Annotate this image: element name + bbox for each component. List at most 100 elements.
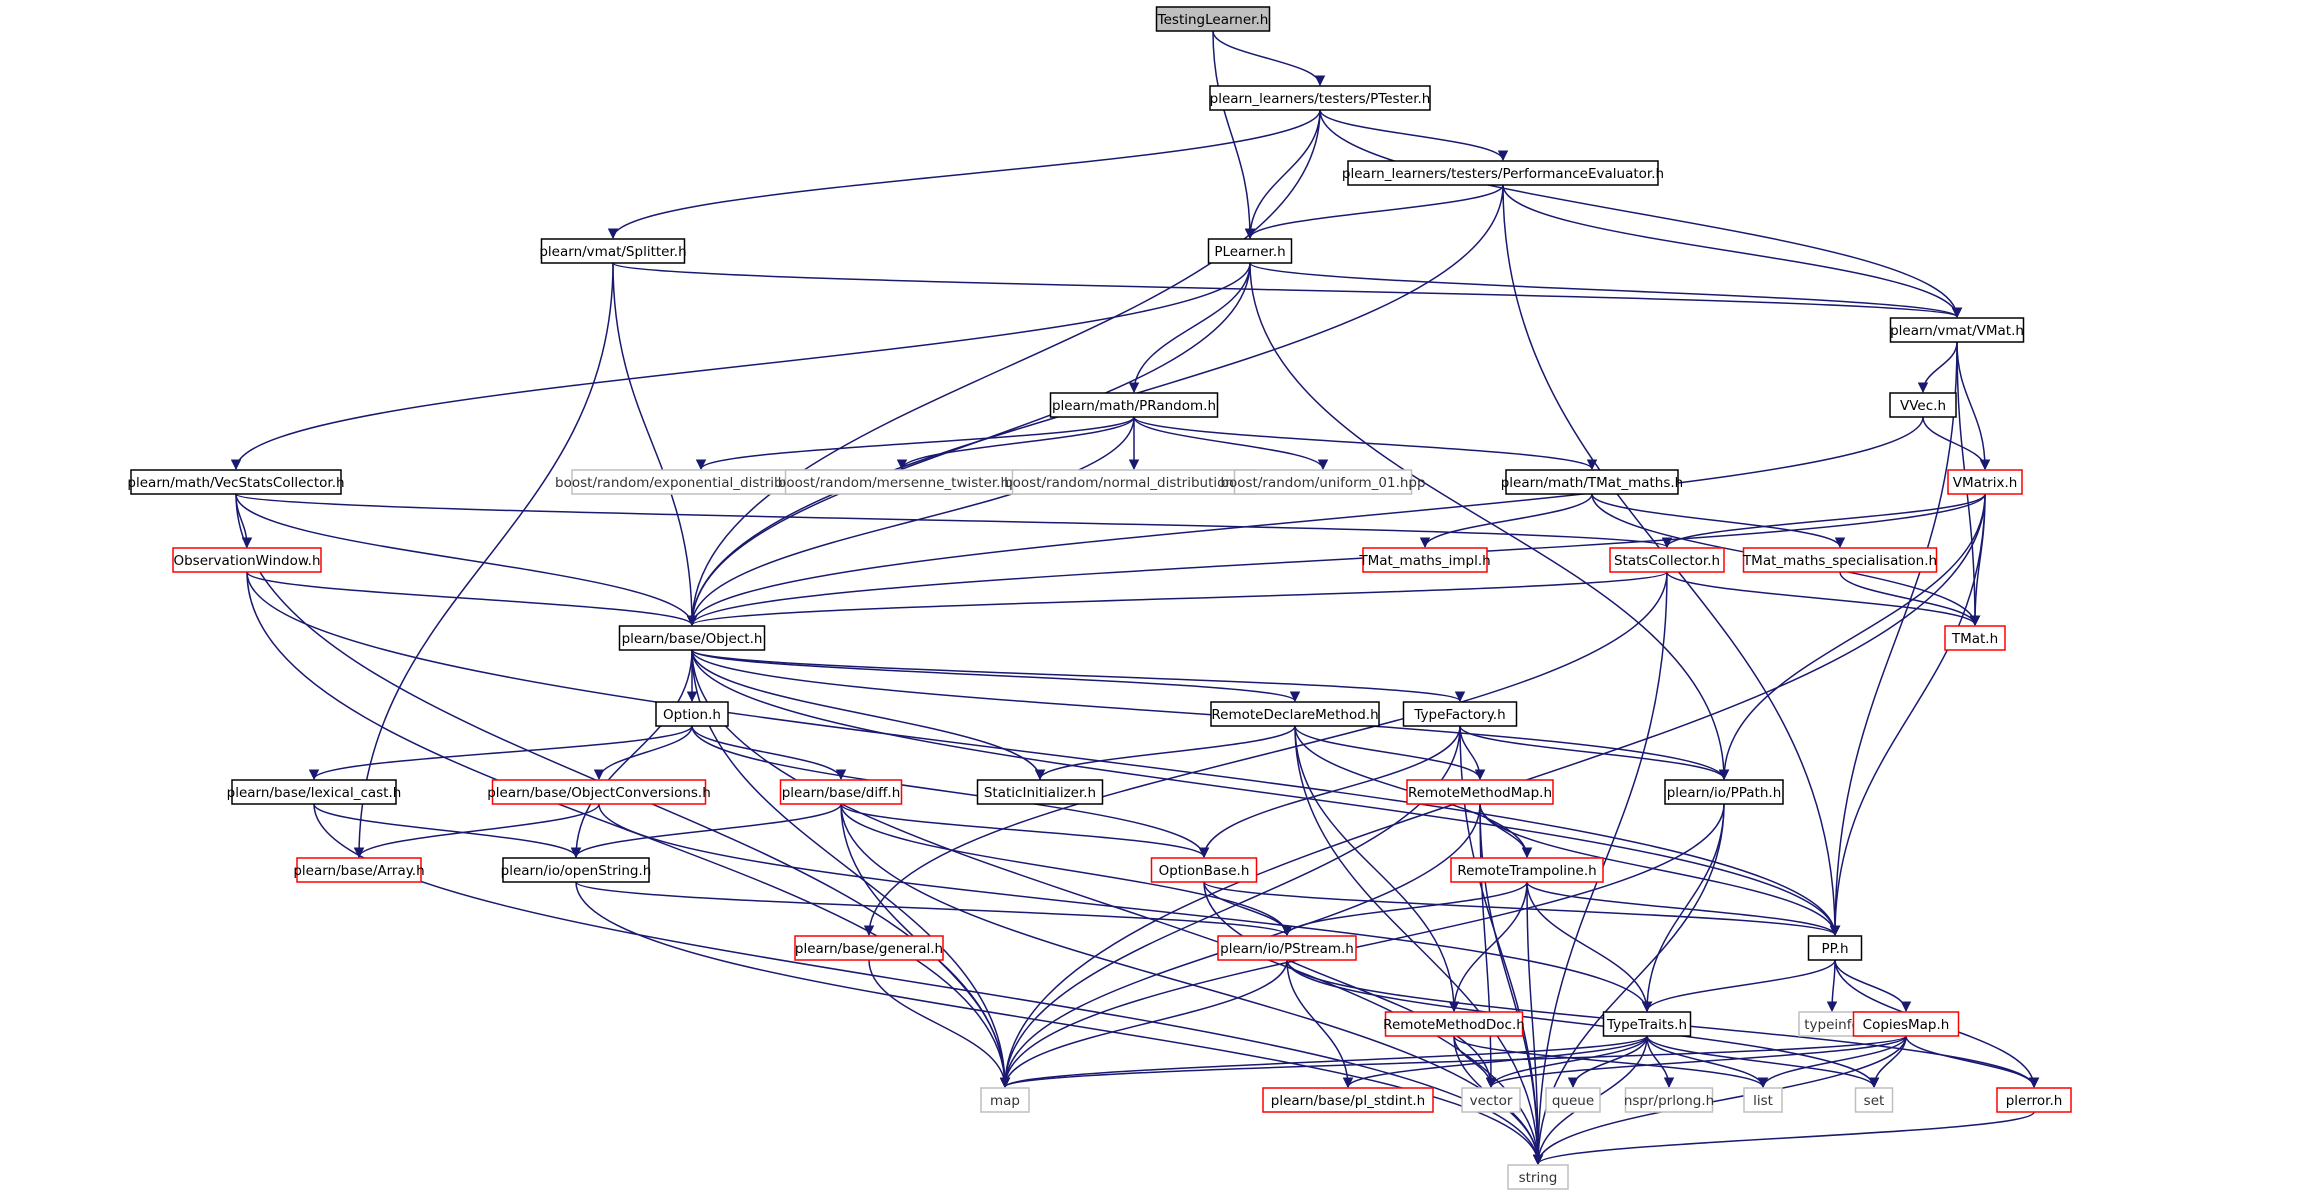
node-plerror[interactable]: plerror.h	[1996, 1087, 2072, 1113]
edge-remotetramp-to-remotedoc	[1448, 881, 1528, 1013]
edge-perfeval-to-vmat	[1502, 184, 1963, 319]
node-array[interactable]: plearn/base/Array.h	[293, 857, 425, 883]
node-option[interactable]: Option.h	[655, 701, 729, 727]
node-box-ppath	[1664, 779, 1784, 805]
edge-vmatrix-to-ppath	[1718, 493, 1986, 781]
edge-obswin-to-object	[246, 571, 698, 627]
node-label-bnorm: boost/random/normal_distribution.hpp	[1004, 475, 1264, 491]
edge-statscoll-to-object	[687, 571, 1668, 627]
node-prandom[interactable]: plearn/math/PRandom.h	[1049, 392, 1219, 418]
edge-prandom-to-buni	[1133, 416, 1329, 471]
node-pstream[interactable]: plearn/io/PStream.h	[1217, 935, 1357, 961]
node-vmat[interactable]: plearn/vmat/VMat.h	[1889, 317, 2025, 343]
node-box-bnorm	[1011, 469, 1257, 495]
node-label-tmat: TMat.h	[1951, 631, 1998, 647]
node-label-string: string	[1519, 1170, 1558, 1186]
edge-layer	[230, 30, 2040, 1166]
node-ptester[interactable]: plearn_learners/testers/PTester.h	[1209, 85, 1431, 111]
node-remotedecl[interactable]: RemoteDeclareMethod.h	[1210, 701, 1380, 727]
node-label-diff: plearn/base/diff.h	[782, 785, 901, 801]
edge-perfeval-to-plearner	[1244, 184, 1504, 240]
node-label-typefactory: TypeFactory.h	[1413, 707, 1505, 723]
node-statscoll[interactable]: StatsCollector.h	[1609, 547, 1725, 573]
node-label-remotetramp: RemoteTrampoline.h	[1457, 863, 1596, 879]
node-obswin[interactable]: ObservationWindow.h	[172, 547, 322, 573]
node-diff[interactable]: plearn/base/diff.h	[779, 779, 903, 805]
node-splitter[interactable]: plearn/vmat/Splitter.h	[539, 238, 687, 264]
node-vvec[interactable]: VVec.h	[1889, 392, 1957, 418]
node-copiesmap[interactable]: CopiesMap.h	[1852, 1011, 1960, 1037]
node-box-pp	[1807, 935, 1863, 961]
node-box-objconv	[491, 779, 707, 805]
node-objconv[interactable]: plearn/base/ObjectConversions.h	[487, 779, 711, 805]
node-label-remotedoc: RemoteMethodDoc.h	[1383, 1017, 1525, 1033]
node-remotetramp[interactable]: RemoteTrampoline.h	[1450, 857, 1604, 883]
node-perfeval[interactable]: plearn_learners/testers/PerformanceEvalu…	[1342, 160, 1664, 186]
node-box-object	[618, 625, 766, 651]
node-box-plerror	[1996, 1087, 2072, 1113]
node-typefactory[interactable]: TypeFactory.h	[1402, 701, 1518, 727]
node-tmatimpl[interactable]: TMat_maths_impl.h	[1358, 547, 1491, 573]
edge-ppath-to-typetraits	[1641, 803, 1725, 1013]
edge-typetraits-to-set	[1646, 1035, 1880, 1089]
node-testinglearner[interactable]: TestingLearner.h	[1155, 6, 1271, 32]
edge-plearner-to-ppath	[1249, 262, 1730, 781]
node-label-optionbase: OptionBase.h	[1159, 863, 1250, 879]
node-plstdint[interactable]: plearn/base/pl_stdint.h	[1262, 1087, 1434, 1113]
edge-vecstats-to-object	[235, 493, 698, 627]
node-bnorm: boost/random/normal_distribution.hpp	[1004, 469, 1264, 495]
edge-vvec-to-vmatrix	[1922, 416, 1991, 471]
node-general[interactable]: plearn/base/general.h	[794, 935, 944, 961]
edge-pp-to-typeinfo	[1826, 959, 1838, 1013]
node-tmat[interactable]: TMat.h	[1944, 625, 2006, 651]
node-box-vmatrix	[1947, 469, 2023, 495]
node-object[interactable]: plearn/base/Object.h	[618, 625, 766, 651]
node-label-vmatrix: VMatrix.h	[1953, 475, 2018, 491]
node-box-diff	[779, 779, 903, 805]
node-box-buni	[1233, 469, 1413, 495]
node-ppath[interactable]: plearn/io/PPath.h	[1664, 779, 1784, 805]
node-label-option: Option.h	[663, 707, 721, 723]
edge-pstream-to-map	[999, 959, 1288, 1089]
node-remotemap[interactable]: RemoteMethodMap.h	[1406, 779, 1554, 805]
edge-openstring-to-string	[575, 881, 1544, 1166]
edge-typefactory-to-ppath	[1459, 725, 1730, 781]
node-pp[interactable]: PP.h	[1807, 935, 1863, 961]
node-optionbase[interactable]: OptionBase.h	[1150, 857, 1258, 883]
node-label-pp: PP.h	[1821, 941, 1848, 957]
edge-option-to-lexcast	[308, 725, 693, 781]
edge-option-to-diff	[691, 725, 847, 781]
node-label-typetraits: TypeTraits.h	[1606, 1017, 1687, 1033]
node-vecstats[interactable]: plearn/math/VecStatsCollector.h	[127, 469, 345, 495]
edge-object-to-openstring	[570, 649, 693, 859]
node-box-tmatimpl	[1362, 547, 1488, 573]
node-remotedoc[interactable]: RemoteMethodDoc.h	[1383, 1011, 1525, 1037]
node-list: list	[1743, 1087, 1783, 1113]
node-box-remotedoc	[1384, 1011, 1524, 1037]
edge-plearner-to-vmat	[1249, 262, 1962, 319]
node-typetraits[interactable]: TypeTraits.h	[1602, 1011, 1692, 1037]
node-label-tmatmaths: plearn/math/TMat_maths.h	[1501, 475, 1684, 491]
edge-ptester-to-vmat	[1319, 109, 1963, 319]
edge-optionbase-to-pstream	[1203, 881, 1293, 937]
node-staticinit[interactable]: StaticInitializer.h	[976, 779, 1104, 805]
node-label-queue: queue	[1552, 1093, 1594, 1109]
node-bmers: boost/random/mersenne_twister.hpp	[778, 469, 1026, 495]
node-box-testinglearner	[1155, 6, 1271, 32]
edge-vmat-to-pp	[1829, 341, 1958, 937]
node-label-tmatimpl: TMat_maths_impl.h	[1358, 553, 1490, 569]
edge-vmat-to-vmatrix	[1956, 341, 1991, 471]
edge-plearner-to-object	[686, 262, 1251, 627]
edge-remotedecl-to-staticinit	[1034, 725, 1296, 781]
node-tmatspec[interactable]: TMat_maths_specialisation.h	[1742, 547, 1938, 573]
node-label-vvec: VVec.h	[1900, 398, 1946, 414]
node-plearner[interactable]: PLearner.h	[1207, 238, 1293, 264]
node-box-vvec	[1889, 392, 1957, 418]
edge-typetraits-to-map	[1000, 1035, 1648, 1089]
node-label-prlong: nspr/prlong.h	[1624, 1093, 1714, 1109]
node-lexcast[interactable]: plearn/base/lexical_cast.h	[227, 779, 402, 805]
node-vmatrix[interactable]: VMatrix.h	[1947, 469, 2023, 495]
edge-object-to-typefactory	[691, 649, 1465, 703]
node-openstring[interactable]: plearn/io/openString.h	[501, 857, 652, 883]
node-tmatmaths[interactable]: plearn/math/TMat_maths.h	[1501, 469, 1684, 495]
